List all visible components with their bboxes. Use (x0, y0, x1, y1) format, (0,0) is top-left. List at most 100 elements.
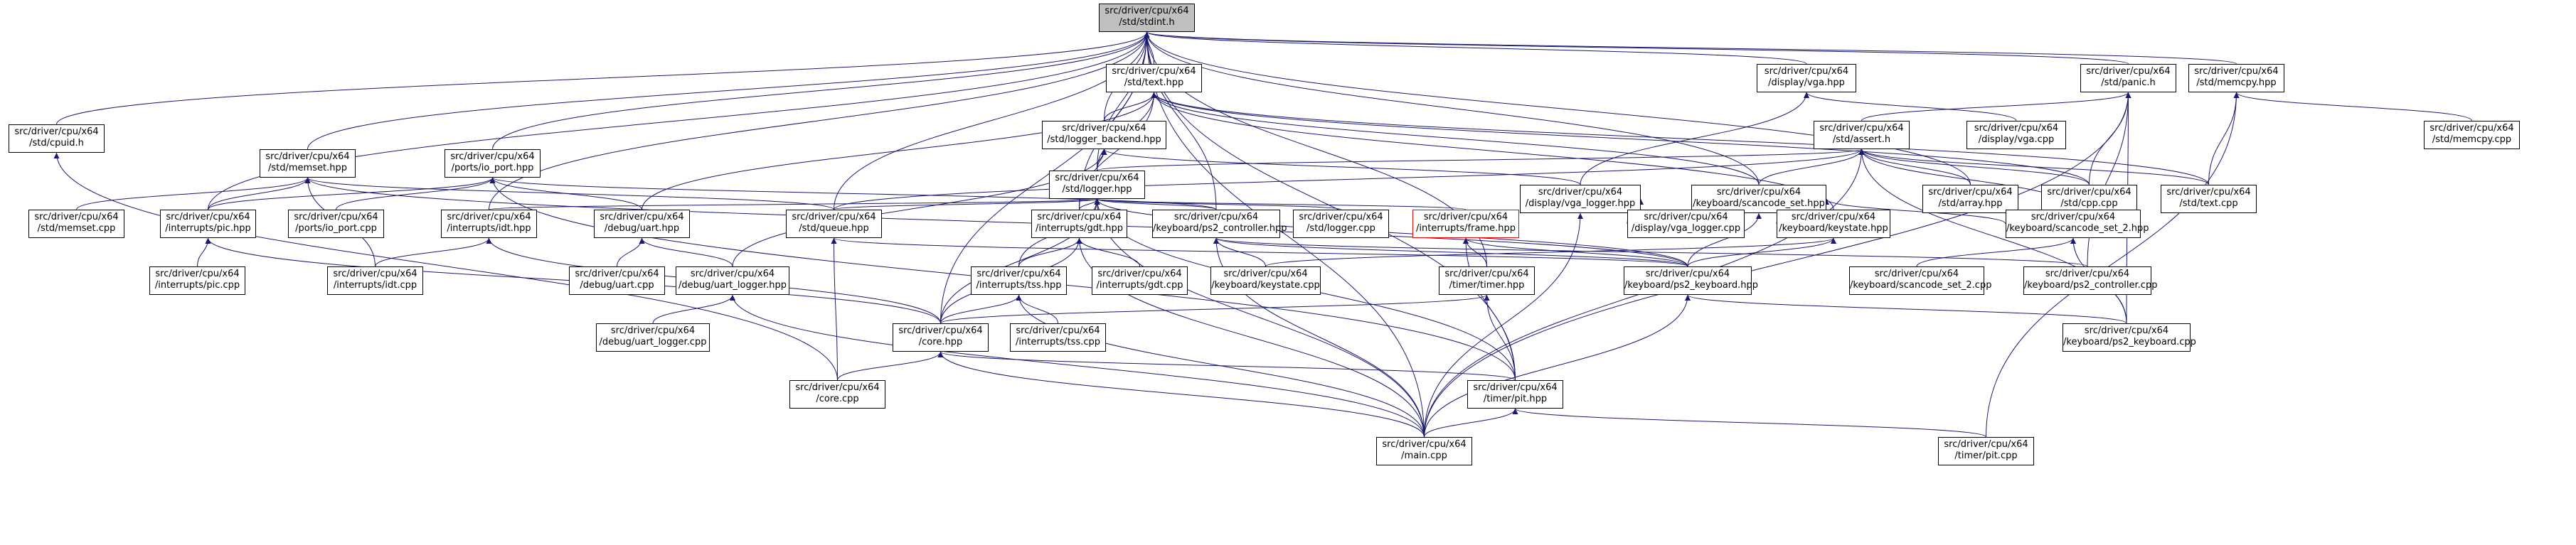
file-node-logger-backend[interactable]: src/driver/cpu/x64/std/logger_backend.hp… (1042, 121, 1166, 149)
include-edge (940, 294, 1022, 324)
include-edge (1265, 237, 1836, 267)
node-path-prefix: src/driver/cpu/x64 (1974, 123, 2059, 134)
file-node-ps2-ctrl-cpp[interactable]: src/driver/cpu/x64/keyboard/ps2_controll… (2023, 266, 2157, 295)
file-node-stdint[interactable]: src/driver/cpu/x64/std/stdint.h (1099, 4, 1195, 32)
file-node-panic-h[interactable]: src/driver/cpu/x64/std/panic.h (2080, 64, 2176, 92)
file-node-memcpy-hpp[interactable]: src/driver/cpu/x64/std/memcpy.hpp (2188, 64, 2284, 92)
node-path-prefix: src/driver/cpu/x64 (1097, 269, 1182, 279)
node-path-prefix: src/driver/cpu/x64 (792, 212, 876, 222)
node-file-name: /timer/timer.hpp (1449, 280, 1525, 291)
node-file-name: /std/memcpy.hpp (2196, 77, 2277, 88)
include-edge (639, 237, 733, 267)
file-node-pic-hpp[interactable]: src/driver/cpu/x64/interrupts/pic.hpp (160, 210, 256, 238)
node-path-prefix: src/driver/cpu/x64 (1764, 66, 1849, 77)
node-path-prefix: src/driver/cpu/x64 (2045, 269, 2130, 279)
file-node-array-hpp[interactable]: src/driver/cpu/x64/std/array.hpp (1922, 185, 2018, 213)
node-path-prefix: src/driver/cpu/x64 (265, 151, 350, 162)
include-edge (489, 198, 1100, 210)
node-file-name: /std/cpuid.h (29, 138, 84, 149)
file-node-uart-logger-hpp[interactable]: src/driver/cpu/x64/debug/uart_logger.hpp (676, 266, 789, 295)
file-node-ps2-kbd-cpp[interactable]: src/driver/cpu/x64/keyboard/ps2_keyboard… (2063, 323, 2196, 352)
node-file-name: /display/vga_logger.cpp (1631, 223, 1741, 234)
file-node-keystate-cpp[interactable]: src/driver/cpu/x64/keyboard/keystate.cpp (1210, 266, 1321, 295)
file-node-pic-cpp[interactable]: src/driver/cpu/x64/interrupts/pic.cpp (149, 266, 245, 295)
file-node-text-cpp[interactable]: src/driver/cpu/x64/std/text.cpp (2161, 185, 2257, 213)
node-path-prefix: src/driver/cpu/x64 (1538, 187, 1623, 198)
include-edge (1861, 92, 2131, 122)
file-node-cpuid[interactable]: src/driver/cpu/x64/std/cpuid.h (9, 124, 105, 153)
node-path-prefix: src/driver/cpu/x64 (1944, 439, 2028, 450)
include-edge (1804, 92, 2017, 122)
file-node-ps2-ctrl-hpp[interactable]: src/driver/cpu/x64/keyboard/ps2_controll… (1152, 210, 1287, 238)
node-path-prefix: src/driver/cpu/x64 (333, 269, 417, 279)
file-node-pit-hpp[interactable]: src/driver/cpu/x64/timer/pit.hpp (1467, 380, 1563, 409)
file-node-cpp-cpp[interactable]: src/driver/cpu/x64/std/cpp.cpp (2041, 185, 2137, 213)
file-node-vga-hpp[interactable]: src/driver/cpu/x64/display/vga.hpp (1757, 64, 1856, 92)
file-node-vga-cpp[interactable]: src/driver/cpu/x64/display/vga.cpp (1966, 121, 2066, 149)
include-edge (1463, 237, 1688, 267)
file-node-core-cpp[interactable]: src/driver/cpu/x64/core.cpp (789, 380, 885, 409)
node-file-name: /main.cpp (1401, 450, 1447, 461)
file-node-keystate-hpp[interactable]: src/driver/cpu/x64/keyboard/keystate.hpp (1777, 210, 1890, 238)
file-node-scancode-set2-hpp[interactable]: src/driver/cpu/x64/keyboard/scancode_set… (2006, 210, 2149, 238)
file-node-uart-logger-cpp[interactable]: src/driver/cpu/x64/debug/uart_logger.cpp (596, 323, 710, 352)
file-node-pit-cpp[interactable]: src/driver/cpu/x64/timer/pit.cpp (1938, 437, 2034, 465)
include-edge (1094, 198, 1425, 438)
node-file-name: /interrupts/pic.hpp (165, 223, 251, 234)
include-edge (1095, 198, 1467, 210)
file-node-uart-hpp[interactable]: src/driver/cpu/x64/debug/uart.hpp (594, 210, 690, 238)
node-path-prefix: src/driver/cpu/x64 (2084, 325, 2169, 336)
include-edge (76, 177, 311, 210)
file-node-logger-cpp[interactable]: src/driver/cpu/x64/std/logger.cpp (1293, 210, 1389, 238)
include-edge (937, 351, 1516, 381)
file-node-gdt-hpp[interactable]: src/driver/cpu/x64/interrupts/gdt.hpp (1031, 210, 1127, 238)
file-node-io-port-cpp[interactable]: src/driver/cpu/x64/ports/io_port.cpp (288, 210, 384, 238)
file-node-idt-hpp[interactable]: src/driver/cpu/x64/interrupts/idt.hpp (441, 210, 537, 238)
include-edge (1424, 408, 1518, 438)
node-file-name: /std/cpp.cpp (2060, 198, 2118, 209)
file-node-logger-hpp[interactable]: src/driver/cpu/x64/std/logger.hpp (1049, 171, 1145, 199)
file-node-timer-hpp[interactable]: src/driver/cpu/x64/timer/timer.hpp (1439, 266, 1535, 295)
include-edge (492, 31, 1150, 150)
node-file-name: /debug/uart.hpp (604, 223, 680, 234)
file-node-idt-cpp[interactable]: src/driver/cpu/x64/interrupts/idt.cpp (327, 266, 423, 295)
file-node-memcpy-cpp[interactable]: src/driver/cpu/x64/std/memcpy.cpp (2424, 121, 2520, 149)
file-node-tss-cpp[interactable]: src/driver/cpu/x64/interrupts/tss.cpp (1010, 323, 1106, 352)
file-node-core-hpp[interactable]: src/driver/cpu/x64/core.hpp (893, 323, 989, 352)
include-edge (2233, 92, 2472, 122)
node-path-prefix: src/driver/cpu/x64 (795, 382, 880, 393)
file-node-io-port-hpp[interactable]: src/driver/cpu/x64/ports/io_port.hpp (445, 149, 541, 178)
node-file-name: /std/text.hpp (1124, 77, 1184, 88)
file-node-memset-cpp[interactable]: src/driver/cpu/x64/std/memset.cpp (28, 210, 124, 238)
node-file-name: /keyboard/ps2_keyboard.hpp (1624, 280, 1759, 291)
file-node-uart-cpp[interactable]: src/driver/cpu/x64/debug/uart.cpp (569, 266, 665, 295)
include-edge (1484, 294, 1516, 381)
file-node-text-hpp[interactable]: src/driver/cpu/x64/std/text.hpp (1106, 64, 1202, 92)
file-node-tss-hpp[interactable]: src/driver/cpu/x64/interrupts/tss.hpp (971, 266, 1067, 295)
node-path-prefix: src/driver/cpu/x64 (1299, 212, 1383, 222)
include-edge (1151, 92, 2209, 185)
file-node-vga-logger-hpp[interactable]: src/driver/cpu/x64/display/vga_logger.hp… (1520, 185, 1641, 213)
file-node-queue-hpp[interactable]: src/driver/cpu/x64/std/queue.hpp (786, 210, 882, 238)
node-path-prefix: src/driver/cpu/x64 (1055, 173, 1139, 183)
node-file-name: /std/panic.h (2101, 77, 2156, 88)
include-edge (617, 237, 645, 267)
file-node-vga-logger-cpp[interactable]: src/driver/cpu/x64/display/vga_logger.cp… (1627, 210, 1745, 238)
node-path-prefix: src/driver/cpu/x64 (1105, 6, 1189, 16)
include-edge (375, 237, 492, 267)
file-node-gdt-cpp[interactable]: src/driver/cpu/x64/interrupts/gdt.cpp (1092, 266, 1188, 295)
file-node-scancode-set-hpp[interactable]: src/driver/cpu/x64/keyboard/scancode_set… (1691, 185, 1826, 213)
file-node-scancode-set2-cpp[interactable]: src/driver/cpu/x64/keyboard/scancode_set… (1849, 266, 1991, 295)
file-node-memset-hpp[interactable]: src/driver/cpu/x64/std/memset.hpp (260, 149, 356, 178)
file-node-frame-hpp[interactable]: src/driver/cpu/x64/interrupts/frame.hpp (1412, 210, 1519, 238)
node-file-name: /keyboard/keystate.cpp (1211, 280, 1320, 291)
file-node-main-cpp[interactable]: src/driver/cpu/x64/main.cpp (1376, 437, 1472, 465)
node-file-name: /debug/uart.cpp (580, 280, 654, 291)
node-path-prefix: src/driver/cpu/x64 (1819, 123, 1904, 134)
file-node-assert-h[interactable]: src/driver/cpu/x64/std/assert.h (1814, 121, 1910, 149)
node-path-prefix: src/driver/cpu/x64 (1112, 66, 1196, 77)
include-edge (1424, 294, 1691, 438)
include-edge (56, 31, 1150, 125)
include-edge (197, 237, 211, 267)
file-node-ps2-kbd-hpp[interactable]: src/driver/cpu/x64/keyboard/ps2_keyboard… (1624, 266, 1759, 295)
